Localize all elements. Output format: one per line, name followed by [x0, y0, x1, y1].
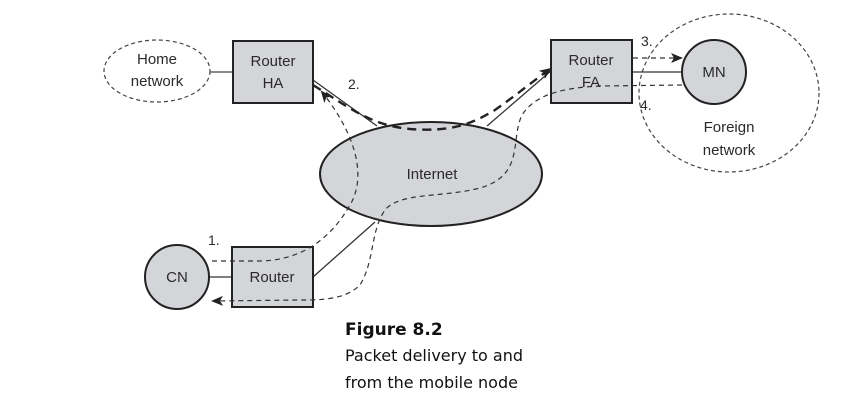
step-1-label: 1.: [208, 232, 220, 248]
router-cn-box: [231, 246, 314, 308]
mn-node: [681, 39, 747, 105]
home-network-label-1: Home: [137, 51, 177, 68]
cn-label: CN: [166, 269, 188, 286]
step-2-label: 2.: [348, 76, 360, 92]
router-ha-label-2: HA: [263, 75, 284, 92]
home-network-cloud: [103, 39, 211, 103]
router-fa-label-2: FA: [582, 74, 600, 91]
router-fa-label-1: Router: [568, 52, 613, 69]
link-router-internet: [312, 221, 376, 278]
router-cn-label: Router: [249, 269, 294, 286]
caption-title: Figure 8.2: [345, 320, 443, 340]
home-network-label-2: network: [131, 73, 184, 90]
link-ha-internet: [312, 79, 378, 127]
foreign-network-label-2: network: [703, 142, 756, 159]
router-ha-label-1: Router: [250, 53, 295, 70]
path-step-4: [211, 84, 683, 306]
internet-cloud: [319, 121, 543, 227]
router-ha-box: [232, 40, 314, 104]
cn-node: [144, 244, 210, 310]
path-step-1: [212, 90, 359, 262]
caption-line-2: from the mobile node: [345, 373, 518, 392]
caption-line-1: Packet delivery to and: [345, 346, 524, 365]
foreign-network-label-1: Foreign: [704, 119, 755, 136]
step-3-label: 3.: [641, 33, 653, 49]
step-4-label: 4.: [640, 97, 652, 113]
link-fa-internet: [486, 69, 553, 127]
path-step-2-tunnel: [312, 67, 552, 131]
mn-label: MN: [702, 64, 725, 81]
figure-caption: Figure 8.2 Packet delivery to and from t…: [345, 318, 523, 396]
router-fa-box: [550, 39, 633, 104]
foreign-network-cloud: [638, 13, 820, 173]
internet-label: Internet: [407, 166, 459, 183]
